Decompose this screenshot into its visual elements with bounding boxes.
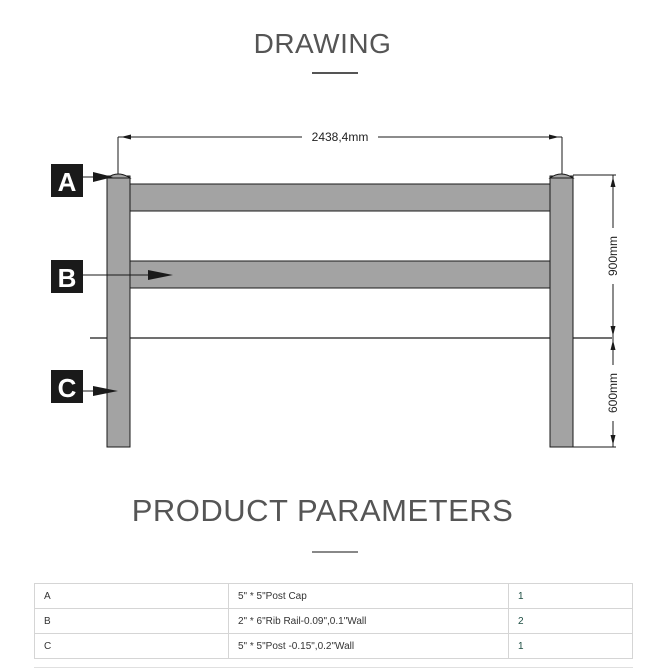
table-row: C 5" * 5"Post -0.15",0.2"Wall 1 (34, 633, 633, 659)
row-code: C (34, 633, 229, 659)
arrow-icon (148, 270, 173, 280)
width-dimension: 2438,4mm (117, 129, 563, 174)
parameters-table: A 5" * 5"Post Cap 1 B 2" * 6"Rib Rail-0.… (34, 583, 633, 659)
post-cap-right (548, 173, 575, 179)
row-description: 5" * 5"Post Cap (228, 583, 509, 609)
table-row: B 2" * 6"Rib Rail-0.09",0.1"Wall 2 (34, 608, 633, 634)
bottom-divider (34, 667, 633, 668)
row-code: B (34, 608, 229, 634)
row-quantity: 1 (508, 583, 633, 609)
arrow-icon (93, 386, 118, 396)
row-code: A (34, 583, 229, 609)
parameters-title-underline (312, 551, 358, 553)
post-left (105, 173, 132, 448)
svg-text:B: B (58, 263, 77, 293)
row-quantity: 2 (508, 608, 633, 634)
rail-middle (121, 260, 559, 289)
row-quantity: 1 (508, 633, 633, 659)
drawing-title-underline (312, 72, 358, 74)
parameters-title: PRODUCT PARAMETERS (131, 493, 514, 528)
label-b: B (51, 260, 173, 293)
rail-top (121, 183, 559, 212)
svg-text:C: C (58, 373, 77, 403)
row-description: 2" * 6"Rib Rail-0.09",0.1"Wall (228, 608, 509, 634)
row-description: 5" * 5"Post -0.15",0.2"Wall (228, 633, 509, 659)
fence-drawing: 2438,4mm 900mm 600mm A (51, 129, 620, 448)
label-a: A (51, 164, 113, 197)
arrow-icon (93, 172, 113, 182)
width-dimension-label: 2438,4mm (312, 130, 369, 144)
table-row: A 5" * 5"Post Cap 1 (34, 583, 633, 609)
drawing-title: DRAWING (253, 28, 392, 59)
label-c: C (51, 370, 118, 403)
depth-dimension-label: 600mm (606, 373, 620, 413)
height-dimension-label: 900mm (606, 236, 620, 276)
svg-text:A: A (58, 167, 77, 197)
post-right (548, 173, 575, 448)
height-dimension: 900mm 600mm (573, 174, 620, 448)
